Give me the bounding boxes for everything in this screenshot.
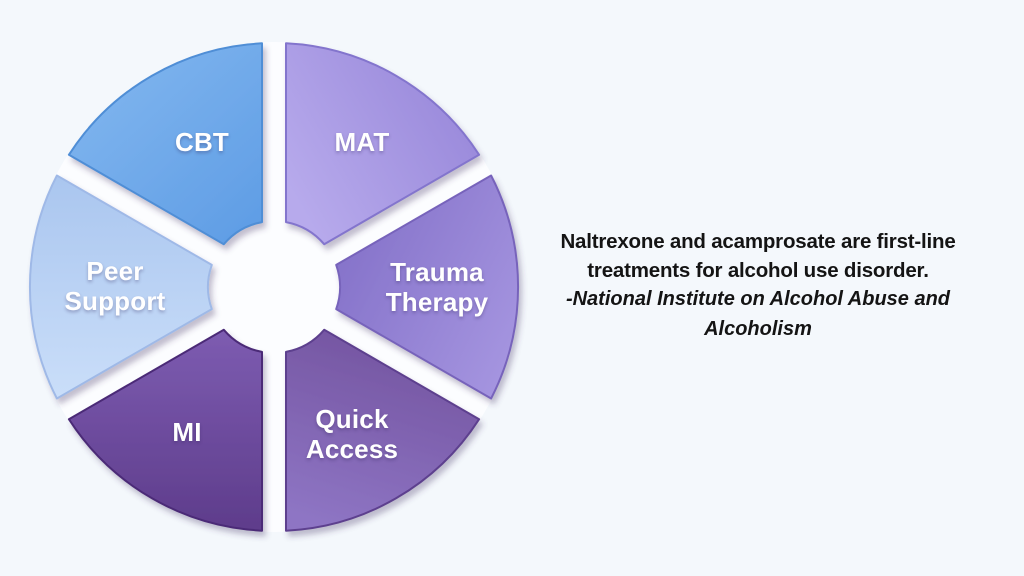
- pie-segment-cbt: [67, 42, 263, 246]
- quote-line-2: treatments for alcohol use disorder.: [587, 259, 929, 282]
- pie-segment-mi: [67, 328, 263, 532]
- quote-block: Naltrexone and acamprosate are first-lin…: [512, 227, 1004, 344]
- pie-segment-quick-access: [285, 328, 481, 532]
- pie-segment-mat: [285, 42, 481, 246]
- quote-attribution-line-2: Alcoholism: [704, 317, 812, 340]
- quote-line-1: Naltrexone and acamprosate are first-lin…: [560, 230, 956, 253]
- quote-attribution-line-1: -National Institute on Alcohol Abuse and: [565, 288, 951, 310]
- pie-segment-trauma-therapy: [335, 174, 520, 400]
- pie-segment-peer-support: [28, 174, 213, 400]
